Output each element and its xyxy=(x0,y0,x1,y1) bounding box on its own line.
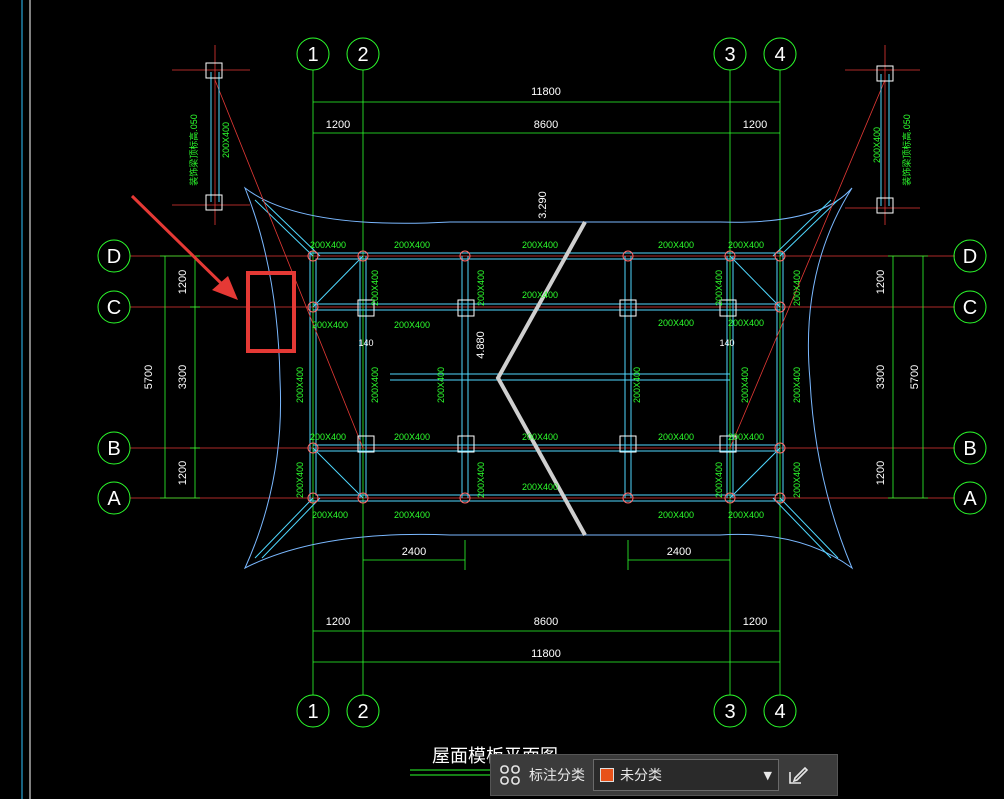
beam-label: 200X400 xyxy=(522,482,558,492)
dim-right-total: 5700 xyxy=(909,365,921,389)
axis-label-1-bottom: 1 xyxy=(307,701,318,723)
roof-outline xyxy=(243,186,854,570)
beam-label: 200X400 xyxy=(728,318,764,328)
beam-label: 200X400 xyxy=(312,510,348,520)
beam-label: 200X400 xyxy=(394,432,430,442)
beam-frame xyxy=(254,199,839,559)
beam-label: 200X400 xyxy=(792,367,802,403)
beam-label: 200X400 xyxy=(522,432,558,442)
axis-label-A-right: A xyxy=(963,488,977,510)
axis-label-2-bottom: 2 xyxy=(357,701,368,723)
beam-label: 200X400 xyxy=(658,240,694,250)
dim-top-right: 1200 xyxy=(743,119,767,131)
axis-label-3-top: 3 xyxy=(724,44,735,66)
beam-label: 200X400 xyxy=(872,127,882,163)
side-note-right: 装饰梁顶标高.050 xyxy=(901,114,912,186)
beam-label: 200X400 xyxy=(792,462,802,498)
dim-bottom-right: 1200 xyxy=(743,616,767,628)
beam-label: 200X400 xyxy=(632,367,642,403)
beam-label: 200X400 xyxy=(792,270,802,306)
category-color-swatch xyxy=(600,768,614,782)
axis-label-D-left: D xyxy=(107,246,121,268)
axis-label-D-right: D xyxy=(963,246,977,268)
category-label: 标注分类 xyxy=(529,768,585,784)
beam-label: 200X400 xyxy=(740,367,750,403)
axis-label-4-bottom: 4 xyxy=(774,701,785,723)
beam-label: 200X400 xyxy=(728,432,764,442)
category-selected-value: 未分类 xyxy=(620,768,662,784)
beam-label: 200X400 xyxy=(370,270,380,306)
annotation-highlight-box xyxy=(246,271,296,353)
columns xyxy=(357,299,737,453)
dim-bottom-left: 1200 xyxy=(326,616,350,628)
beam-label: 200X400 xyxy=(476,462,486,498)
beam-label: 200X400 xyxy=(522,240,558,250)
side-columns xyxy=(205,62,894,214)
annotation-arrow xyxy=(130,194,238,300)
axis-label-B-left: B xyxy=(107,438,120,460)
axis-label-C-left: C xyxy=(107,297,121,319)
beam-label: 200X400 xyxy=(476,270,486,306)
dimension-lines-top xyxy=(160,101,928,663)
dim-2400-left: 2400 xyxy=(402,546,426,558)
axis-label-2-top: 2 xyxy=(357,44,368,66)
side-note-left: 装饰梁顶标高.050 xyxy=(188,114,199,186)
small-dim-140-left: 140 xyxy=(358,338,373,348)
dim-bottom-total: 11800 xyxy=(531,648,561,660)
beam-label: 200X400 xyxy=(436,367,446,403)
break-line xyxy=(495,221,587,536)
beam-label: 200X400 xyxy=(295,462,305,498)
axis-lines-vertical xyxy=(312,70,781,695)
beam-label: 200X400 xyxy=(295,367,305,403)
dim-2400-right: 2400 xyxy=(667,546,691,558)
side-beams xyxy=(210,72,890,206)
dim-top-mid: 8600 xyxy=(534,119,558,131)
beam-label: 200X400 xyxy=(310,240,346,250)
dim-left-mid: 3300 xyxy=(177,365,189,389)
beam-label: 200X400 xyxy=(522,290,558,300)
dim-right-bottom: 1200 xyxy=(875,461,887,485)
beam-label: 200X400 xyxy=(394,320,430,330)
axis-label-4-top: 4 xyxy=(774,44,785,66)
grid-layout-icon[interactable] xyxy=(491,755,529,795)
beam-label: 200X400 xyxy=(728,240,764,250)
round-columns xyxy=(307,250,786,504)
beam-label: 200X400 xyxy=(312,320,348,330)
small-dim-140-right: 140 xyxy=(719,338,734,348)
elevation-top: 3.290 xyxy=(537,191,549,219)
chevron-down-icon: ▼ xyxy=(763,768,772,782)
dim-top-left: 1200 xyxy=(326,119,350,131)
elevation-mid: 4.880 xyxy=(475,331,487,359)
beam-label: 200X400 xyxy=(370,367,380,403)
beam-label: 200X400 xyxy=(658,318,694,328)
dim-left-total: 5700 xyxy=(143,365,155,389)
dim-top-total: 11800 xyxy=(531,86,561,98)
category-select[interactable]: 未分类 ▼ xyxy=(593,759,779,791)
dim-bottom-mid: 8600 xyxy=(534,616,558,628)
beam-label: 200X400 xyxy=(394,510,430,520)
beam-label: 200X400 xyxy=(714,270,724,306)
beam-label: 200X400 xyxy=(714,462,724,498)
dim-left-top: 1200 xyxy=(177,270,189,294)
dim-left-bottom: 1200 xyxy=(177,461,189,485)
annotation-category-toolbar: 标注分类 未分类 ▼ xyxy=(490,754,838,796)
beam-label: 200X400 xyxy=(658,510,694,520)
axis-label-B-right: B xyxy=(963,438,976,460)
beam-label: 200X400 xyxy=(221,122,231,158)
beam-label: 200X400 xyxy=(728,510,764,520)
axis-label-A-left: A xyxy=(107,488,121,510)
dim-right-top: 1200 xyxy=(875,270,887,294)
axis-label-C-right: C xyxy=(963,297,977,319)
beam-label: 200X400 xyxy=(658,432,694,442)
axis-label-3-bottom: 3 xyxy=(724,701,735,723)
dim-right-mid: 3300 xyxy=(875,365,887,389)
beam-label: 200X400 xyxy=(394,240,430,250)
axis-label-1-top: 1 xyxy=(307,44,318,66)
beam-label: 200X400 xyxy=(310,432,346,442)
edit-icon[interactable] xyxy=(779,755,817,795)
